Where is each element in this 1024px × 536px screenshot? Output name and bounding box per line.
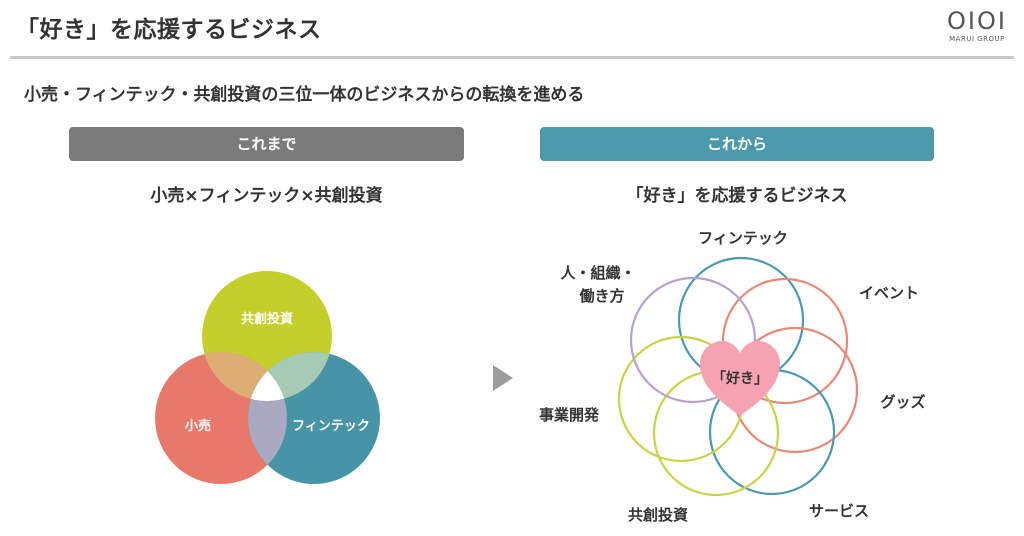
ring-label-event: イベント [859,284,919,302]
header-divider [10,56,1014,59]
page-title: 「好き」を応援するビジネス [16,17,322,43]
after-label-pill: これから [540,127,934,161]
logo-mark: OIOI [947,7,1007,35]
venn-label-retail: 小売 [185,418,211,434]
ring-label-people-line2: 働き方 [578,287,624,305]
ring-people [629,276,757,404]
before-heading: 小売×フィンテック×共創投資 [150,186,383,206]
ring-event [721,277,849,405]
transition-arrow-icon [493,365,513,391]
three-circle-venn: 共創投資 小売 フィンテック [155,271,380,484]
ring-label-goods: グッズ [880,393,925,411]
slide-subtitle: 小売・フィンテック・共創投資の三位一体のビジネスからの転換を進める [24,85,585,105]
before-label-pill: これまで [69,127,464,161]
venn-overlap-coinvest-fintech [248,352,332,401]
venn-label-coinvest: 共創投資 [241,311,293,327]
after-heading: 「好き」を応援するビジネス [626,186,848,206]
venn-overlap-coinvest-retail [202,352,287,401]
ring-label-business: 事業開発 [539,406,600,424]
logo-subtext: MARUI GROUP [949,35,1005,43]
ring-label-fintech: フィンテック [698,229,788,247]
venn-label-fintech: フィンテック [292,419,370,434]
ring-label-service: サービス [809,502,869,520]
ring-label-coinvest: 共創投資 [628,506,688,524]
heart-label: 「好き」 [712,370,768,387]
heart-icon [700,341,780,416]
marui-logo: OIOI MARUI GROUP [940,8,1014,50]
ring-label-people-line1: 人・組織・ [560,264,635,282]
